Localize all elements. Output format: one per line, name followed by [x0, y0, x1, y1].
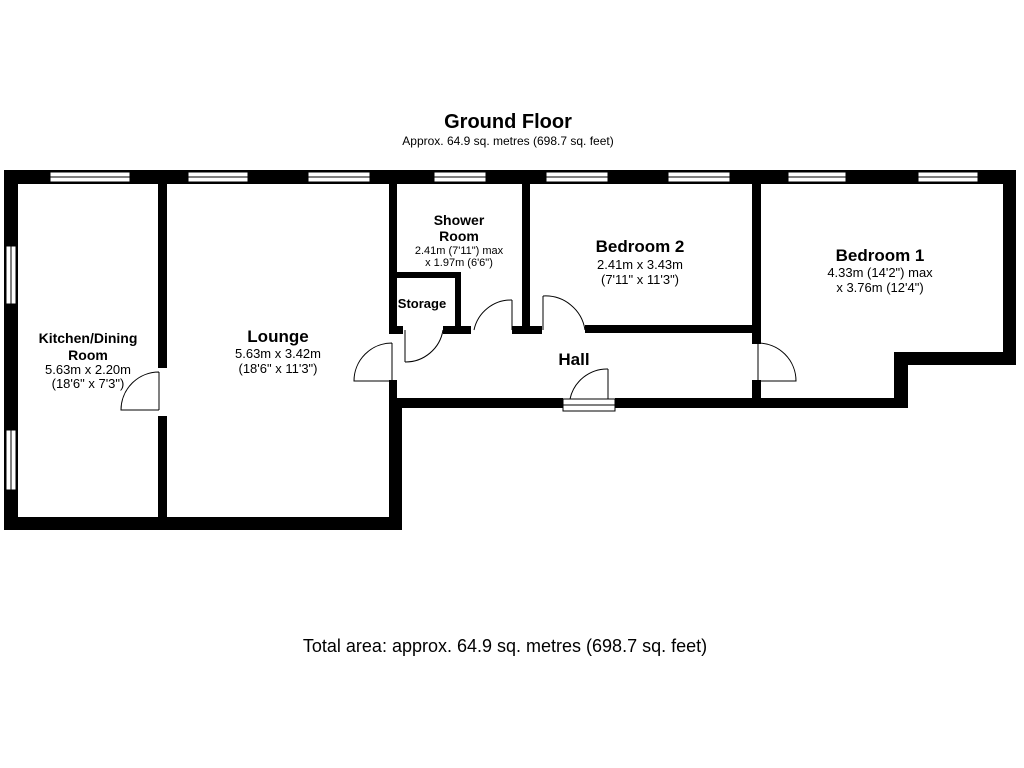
door-shower: [473, 299, 513, 331]
kitchen-dim-imperial: (18'6" x 7'3"): [52, 376, 125, 391]
lounge-name: Lounge: [247, 327, 308, 346]
room-shower-label: Shower Room 2.41m (7'11") max x 1.97m (6…: [415, 212, 504, 269]
wall-bed2-bottom: [585, 325, 761, 333]
wall-bed1-door-stub: [752, 380, 761, 408]
door-bedroom1: [757, 342, 797, 382]
room-kitchen-label: Kitchen/Dining Room 5.63m x 2.20m (18'6"…: [39, 330, 138, 391]
bedroom2-dim-imperial: (7'11" x 11'3"): [601, 272, 679, 287]
wall-lounge-right-lower: [389, 398, 402, 530]
room-storage-label: Storage: [398, 296, 446, 311]
wall-hall-bottom: [389, 398, 563, 408]
wall-bed2-bed1: [752, 170, 761, 344]
doors: [120, 295, 797, 411]
lounge-dim-metric: 5.63m x 3.42m: [235, 346, 321, 361]
wall-storage-right: [455, 272, 461, 330]
walls: [4, 170, 1016, 530]
door-storage: [404, 329, 444, 363]
wall-hall-bottom-right: [615, 398, 908, 408]
total-area: Total area: approx. 64.9 sq. metres (698…: [303, 636, 707, 656]
window-bed1-top-1: [787, 171, 847, 183]
wall-kitchen-lounge-upper: [158, 170, 167, 368]
kitchen-dim-metric: 5.63m x 2.20m: [45, 362, 131, 377]
bedroom2-name: Bedroom 2: [596, 237, 685, 256]
bedroom2-dim-metric: 2.41m x 3.43m: [597, 257, 683, 272]
room-lounge-label: Lounge 5.63m x 3.42m (18'6" x 11'3"): [235, 327, 321, 376]
wall-bottom-left: [4, 517, 402, 530]
wall-storage-bottom-right: [443, 326, 471, 334]
wall-storage-top: [389, 272, 461, 278]
shower-dim-imperial: x 1.97m (6'6"): [425, 257, 493, 269]
room-bedroom1-label: Bedroom 1 4.33m (14'2") max x 3.76m (12'…: [827, 246, 933, 295]
wall-lounge-storage-upper: [389, 170, 397, 333]
hall-name: Hall: [558, 350, 589, 369]
window-bed2-top-2: [667, 171, 731, 183]
window-bed1-top-2: [917, 171, 979, 183]
window-bed2-top-1: [545, 171, 609, 183]
window-shower-top: [433, 171, 487, 183]
floor-subtitle: Approx. 64.9 sq. metres (698.7 sq. feet): [402, 134, 613, 148]
bedroom1-dim-imperial: x 3.76m (12'4"): [836, 280, 923, 295]
kitchen-name-line2: Room: [68, 347, 108, 363]
wall-top: [4, 170, 1016, 184]
wall-lounge-hall-stub: [389, 380, 397, 406]
wall-shower-door-stub: [512, 326, 542, 334]
window-lounge-top-2: [307, 171, 371, 183]
shower-dim-metric: 2.41m (7'11") max: [415, 245, 504, 257]
wall-right: [1003, 170, 1016, 365]
door-lounge: [353, 342, 393, 382]
bedroom1-name: Bedroom 1: [836, 246, 925, 265]
room-bedroom2-label: Bedroom 2 2.41m x 3.43m (7'11" x 11'3"): [596, 237, 685, 287]
window-kitchen-top: [49, 171, 131, 183]
floor-title: Ground Floor: [444, 111, 572, 133]
wall-bed1-step-vertical: [894, 352, 908, 408]
door-front: [569, 368, 609, 400]
window-kitchen-left-1: [5, 245, 17, 305]
door-bedroom2: [542, 295, 586, 331]
wall-storage-bottom-stub: [389, 326, 403, 334]
window-kitchen-left-2: [5, 429, 17, 491]
bedroom1-dim-metric: 4.33m (14'2") max: [827, 265, 933, 280]
room-hall-label: Hall: [558, 350, 589, 369]
wall-bed1-step-horizontal: [894, 352, 1016, 365]
kitchen-name-line1: Kitchen/Dining: [39, 330, 138, 346]
lounge-dim-imperial: (18'6" x 11'3"): [239, 361, 318, 376]
shower-name-line2: Room: [439, 228, 479, 244]
wall-shower-bed2: [522, 170, 530, 334]
shower-name-line1: Shower: [434, 212, 485, 228]
door-kitchen: [120, 371, 160, 411]
front-entrance: [562, 398, 616, 412]
window-lounge-top-1: [187, 171, 249, 183]
wall-kitchen-lounge-lower: [158, 416, 167, 526]
windows: [5, 171, 979, 491]
storage-name: Storage: [398, 296, 446, 311]
